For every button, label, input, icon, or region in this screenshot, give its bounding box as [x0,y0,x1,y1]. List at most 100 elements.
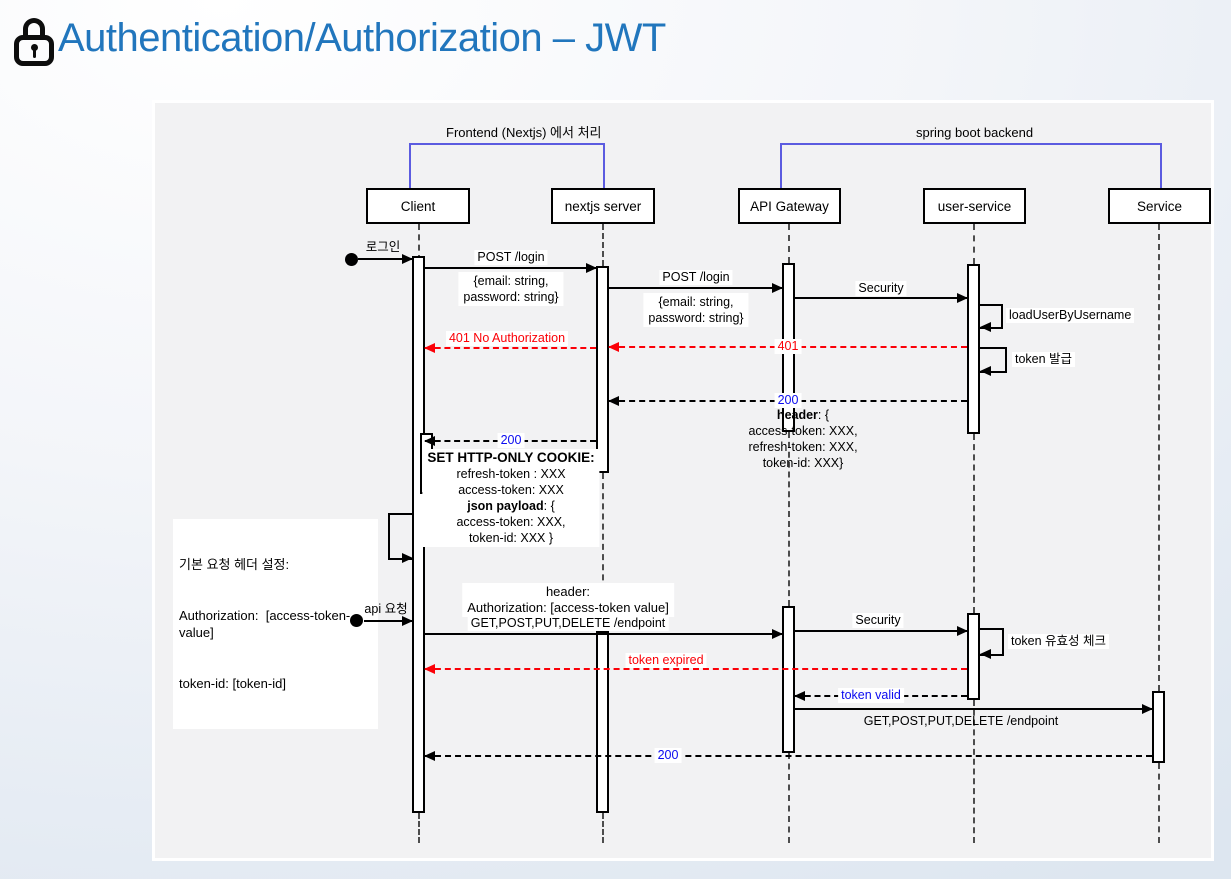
note-line: Authorization: [access-token value] [467,600,669,615]
arrowhead-icon [424,664,435,674]
200-label-3: 200 [654,748,682,763]
arrowhead-icon [402,254,413,264]
api-request-line [364,616,413,626]
note-line: 기본 요청 헤더 설정: [179,557,290,572]
token-check-label: token 유효성 체크 [1008,634,1110,649]
user-service-lifeline [973,700,975,843]
arrowhead-icon [586,263,597,273]
found-message-dot [345,253,358,266]
arrowhead-icon [980,649,991,659]
lock-keyhole [31,44,38,51]
endpoint-label-1: GET,POST,PUT,DELETE /endpoint [467,616,669,631]
note-line: token-id: [token-id] [179,676,286,691]
token-valid-label: token valid [838,688,904,703]
note-rest: : { [817,408,830,422]
user-service-activation-2 [967,613,980,700]
arrowhead-icon [980,322,991,332]
api-request-label: api 요청 [364,602,408,616]
note-line: header: { [748,407,857,423]
note-line: password: string} [648,311,744,325]
actor-client: Client [366,188,470,224]
token-expired-line [424,664,967,674]
login-body-note-1: {email: string, password: string} [458,272,564,306]
lock-shackle [23,18,45,38]
endpoint-label-2: GET,POST,PUT,DELETE /endpoint [863,714,1059,728]
nextjs-lifeline [602,224,604,266]
post-login-label-2: POST /login [659,270,733,285]
load-user-loop [980,304,1003,329]
backend-bracket-line [780,143,1162,145]
arrowhead-icon [608,396,619,406]
cookie-note: SET HTTP-ONLY COOKIE: refresh-token : XX… [422,449,600,547]
post-login-line-2 [609,283,783,293]
arrowhead-icon [402,616,413,626]
note-line: access-token: XXX, [456,515,566,529]
diagram-panel: Frontend (Nextjs) 에서 처리 spring boot back… [152,100,1214,861]
request-header-note: header: Authorization: [access-token val… [462,583,674,617]
note-line: header: [545,584,591,599]
login-body-note-2: {email: string, password: string} [643,293,749,327]
note-line: {email: string, [658,295,734,309]
frame-label-frontend: Frontend (Nextjs) 에서 처리 [446,125,602,140]
frontend-bracket-line [409,143,605,145]
200-line-3 [424,751,1152,761]
arrowhead-icon [772,283,783,293]
user-service-lifeline [973,224,975,264]
security-label-2: Security [852,613,904,628]
nextjs-activation-1 [596,266,609,473]
arrowhead-icon [980,366,991,376]
login-message-line [358,254,413,264]
gateway-lifeline [788,224,790,263]
gateway-lifeline [788,753,790,843]
nextjs-activation-2 [596,631,609,813]
200-label-2: 200 [497,433,525,448]
actor-service: Service [1108,188,1211,224]
frame-label-backend: spring boot backend [916,125,1034,140]
actor-user-service: user-service [923,188,1026,224]
found-message-dot [350,614,363,627]
arrowhead-icon [957,626,968,636]
actor-nextjs-label: nextjs server [564,198,642,214]
backend-bracket-left [780,143,782,188]
frontend-bracket-left [409,143,411,188]
security-label-1: Security [855,281,907,296]
login-message-label: 로그인 [365,240,401,254]
client-lifeline [418,224,420,261]
lock-body [14,35,54,66]
endpoint-line-2 [795,704,1153,714]
gateway-lifeline [788,432,790,606]
note-line: refresh-token : XXX [456,467,566,481]
arrowhead-icon [424,751,435,761]
note-bold: json payload [467,499,544,513]
note-line: json payload: { [427,498,594,514]
client-lifeline [418,813,420,843]
token-issue-label: token 발급 [1012,352,1076,367]
post-login-line-1 [425,263,597,273]
token-expired-label: token expired [625,653,707,668]
200-label-1: 200 [774,393,802,408]
service-lifeline [1158,224,1160,691]
endpoint-line-1 [425,629,783,639]
user-service-lifeline [973,434,975,613]
note-line: token-id: XXX } [468,531,554,545]
frontend-bracket-right [603,143,605,188]
actor-api-gateway: API Gateway [738,188,841,224]
token-issue-loop [980,347,1007,373]
lock-keystem [33,49,36,58]
note-line: access-token: XXX, [748,424,858,438]
service-activation [1152,691,1165,763]
arrowhead-icon [402,553,413,563]
arrowhead-icon [424,343,435,353]
user-service-activation-1 [967,264,980,434]
set-default-header-loop [388,513,413,560]
nextjs-lifeline [602,473,604,631]
401-no-auth-line [424,343,596,353]
note-line: token-id: XXX} [762,456,844,470]
nextjs-lifeline [602,813,604,843]
actor-nextjs-server: nextjs server [551,188,655,224]
arrowhead-icon [608,342,619,352]
service-lifeline [1158,763,1160,843]
arrowhead-icon [772,629,783,639]
actor-client-label: Client [400,198,436,214]
gateway-activation-2 [782,606,795,753]
